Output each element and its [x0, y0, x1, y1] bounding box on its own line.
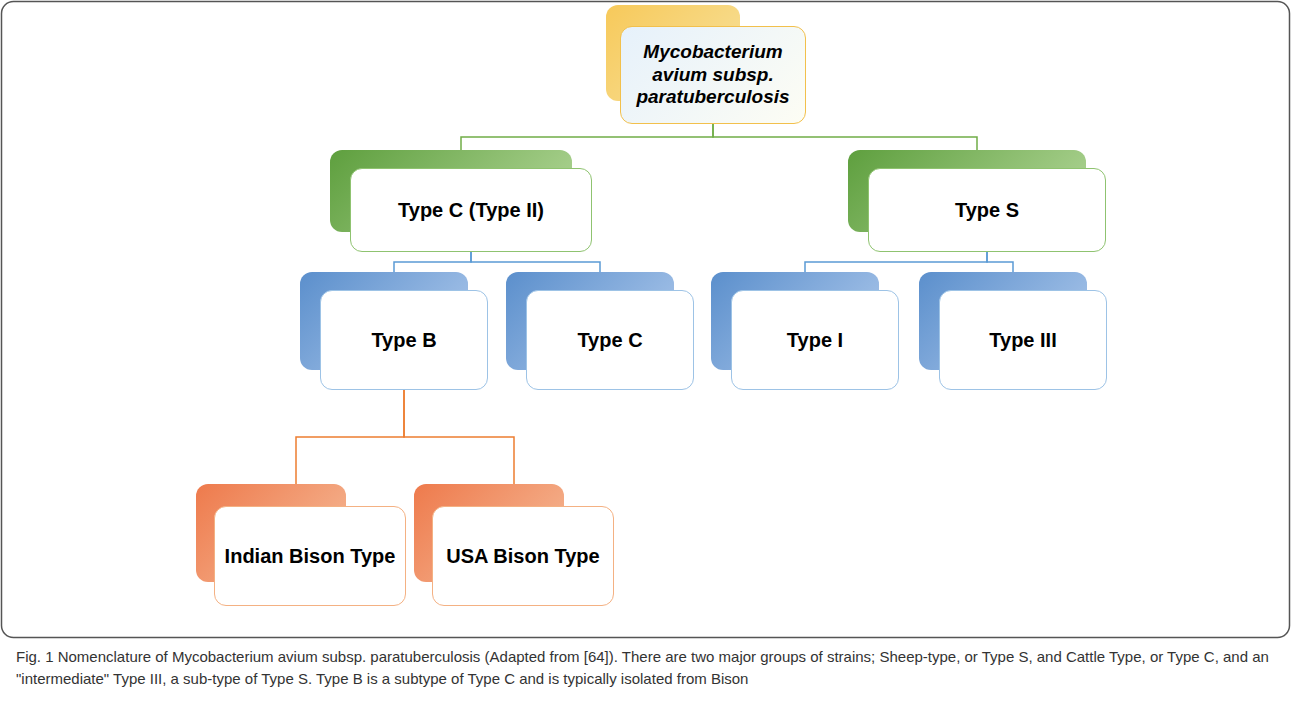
tree-node: Type S	[848, 150, 1106, 252]
tree-node: Type I	[711, 272, 899, 390]
tree-connector	[805, 252, 987, 272]
tree-connector	[987, 252, 1013, 272]
label-panel: USA Bison Type	[432, 506, 614, 606]
tree-node: Indian Bison Type	[196, 484, 396, 606]
node-label: Type I	[779, 324, 851, 356]
node-label: Type C (Type II)	[390, 194, 552, 226]
figure-caption: Fig. 1 Nomenclature of Mycobacterium avi…	[16, 646, 1278, 690]
label-panel: Type III	[939, 290, 1107, 390]
node-label: USA Bison Type	[438, 540, 607, 572]
tree-node: Type C	[506, 272, 694, 390]
tree-node: USA Bison Type	[414, 484, 614, 606]
node-label: Indian Bison Type	[217, 540, 404, 572]
tree-node: Type B	[300, 272, 488, 390]
label-panel: Type I	[731, 290, 899, 390]
label-panel: Type S	[868, 168, 1106, 252]
figure-border	[2, 2, 1290, 638]
tree-connector	[461, 124, 713, 150]
node-label: Type S	[947, 194, 1027, 226]
tree-connector	[471, 252, 600, 272]
label-panel: Type C (Type II)	[350, 168, 592, 252]
node-label: Type III	[981, 324, 1064, 356]
tree-connector	[394, 252, 471, 272]
label-panel: Type B	[320, 290, 488, 390]
tree-node: Type III	[919, 272, 1107, 390]
node-label: Mycobacterium avium subsp. paratuberculo…	[621, 37, 805, 113]
tree-node: Mycobacterium avium subsp. paratuberculo…	[606, 5, 796, 124]
tree-connector	[713, 124, 977, 150]
label-panel: Type C	[526, 290, 694, 390]
tree-connector	[296, 390, 404, 484]
node-label: Type C	[569, 324, 650, 356]
label-panel: Indian Bison Type	[214, 506, 406, 606]
tree-node: Type C (Type II)	[330, 150, 592, 252]
tree-connector	[404, 390, 514, 484]
label-panel: Mycobacterium avium subsp. paratuberculo…	[620, 26, 806, 124]
node-label: Type B	[363, 324, 444, 356]
